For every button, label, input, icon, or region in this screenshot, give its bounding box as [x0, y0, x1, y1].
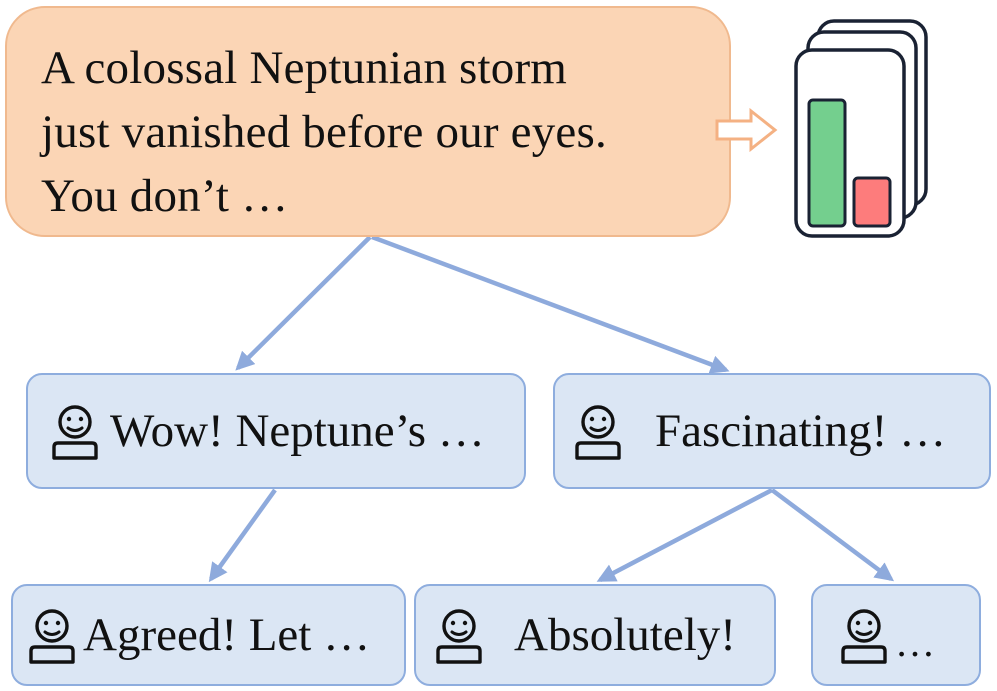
arrow-right-to-child-1 — [596, 488, 774, 582]
score-bar-high — [807, 98, 847, 228]
ranking-cards-icon — [794, 19, 928, 238]
prompt-line-3: You don’t … — [41, 170, 289, 222]
response-left-text: Wow! Neptune’s … — [110, 405, 485, 457]
arrow-prompt-to-left-response — [235, 235, 372, 371]
score-bar-low — [852, 176, 892, 228]
arrow-right-to-child-2 — [770, 488, 895, 582]
agent-avatar-icon — [430, 606, 488, 664]
response-left-child-text: Agreed! Let … — [83, 609, 371, 661]
agent-avatar-icon — [835, 606, 893, 664]
response-node-left-child: Agreed! Let … — [11, 584, 406, 686]
arrow-left-to-left-child — [208, 488, 277, 583]
response-right-child-2-text: … — [895, 620, 935, 665]
prompt-line-2: just vanished before our eyes. — [41, 106, 607, 158]
response-right-text: Fascinating! … — [655, 405, 947, 457]
hollow-right-arrow-icon — [715, 108, 778, 152]
response-node-left: Wow! Neptune’s … — [26, 373, 526, 489]
response-node-right-child-1: Absolutely! — [414, 584, 776, 686]
response-node-right: Fascinating! … — [553, 373, 991, 489]
agent-avatar-icon — [46, 402, 104, 460]
prompt-box: A colossal Neptunian storm just vanished… — [5, 6, 731, 237]
response-right-child-1-text: Absolutely! — [514, 609, 736, 661]
prompt-line-1: A colossal Neptunian storm — [41, 42, 568, 94]
agent-avatar-icon — [569, 402, 627, 460]
arrow-prompt-to-right-response — [371, 234, 730, 374]
response-node-right-child-2: … — [811, 584, 981, 686]
agent-avatar-icon — [23, 606, 81, 664]
